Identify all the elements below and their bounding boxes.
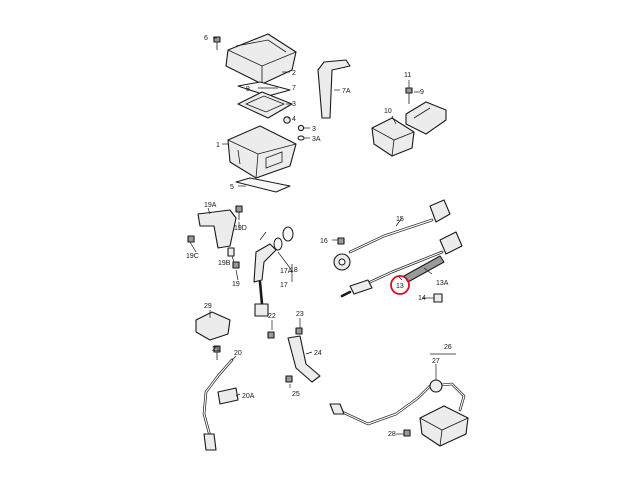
callout-9: 9 <box>420 89 424 96</box>
callout-17a: 17A <box>280 268 293 275</box>
callout-10: 10 <box>384 108 392 115</box>
callout-11: 11 <box>404 72 411 79</box>
module-29 <box>195 311 231 341</box>
connector-18 <box>254 303 269 317</box>
callout-6: 6 <box>204 35 208 42</box>
connector-13 <box>439 231 463 255</box>
bolt-19d <box>235 205 243 220</box>
bolt-3 <box>297 124 305 132</box>
bolt-25 <box>285 375 293 383</box>
callout-2: 2 <box>292 70 296 77</box>
callout-26: 26 <box>444 344 452 351</box>
callout-1: 1 <box>216 142 220 149</box>
wire-15 <box>348 218 434 254</box>
sensor-tip-26 <box>329 403 345 415</box>
callout-3: 3 <box>292 101 296 108</box>
callout-27: 27 <box>432 358 440 365</box>
callout-14: 14 <box>418 295 426 302</box>
callout-29: 29 <box>204 303 212 310</box>
bolt-28 <box>403 429 411 437</box>
connector-15 <box>429 199 451 223</box>
washer-3a <box>297 135 305 141</box>
clip-19b <box>227 247 235 257</box>
bolt-19 <box>232 261 240 269</box>
callout-7a: 7A <box>342 88 351 95</box>
housing-base-1 <box>227 125 297 179</box>
bolt-22 <box>267 331 275 339</box>
bracket-9 <box>405 101 447 135</box>
callout-4: 4 <box>292 116 296 123</box>
oxygen-sensor-13 <box>340 279 373 298</box>
callout-3-lower: 3 <box>312 126 316 133</box>
control-unit-board-3 <box>237 91 293 119</box>
callout-5: 5 <box>230 184 234 191</box>
callout-13a: 13A <box>436 280 449 287</box>
housing-cover-2 <box>225 33 297 85</box>
sensor-18 <box>253 226 294 306</box>
seal-7 <box>237 81 291 97</box>
callout-25: 25 <box>292 391 300 398</box>
knock-sensor-16 <box>333 253 351 271</box>
bolt-16 <box>337 237 345 245</box>
callout-16: 16 <box>320 238 328 245</box>
callout-23: 23 <box>296 311 304 318</box>
callout-19b: 19B <box>218 260 231 267</box>
callout-19: 19 <box>232 281 240 288</box>
highlight-circle-13 <box>390 275 410 295</box>
callout-8: 8 <box>246 86 250 93</box>
callout-15: 15 <box>396 216 404 223</box>
callout-labels: 6 2 7 8 3 4 3 3A 1 5 7A 11 9 10 19A 19D … <box>186 35 452 438</box>
bolt-21 <box>213 345 221 360</box>
clip-14 <box>433 293 443 303</box>
gasket-5 <box>235 177 291 193</box>
screw-6 <box>213 36 221 50</box>
callout-20: 20 <box>234 350 242 357</box>
callout-13: 13 <box>396 283 404 290</box>
bolt-19c <box>187 235 195 243</box>
callout-18: 18 <box>290 267 298 274</box>
callout-20a: 20A <box>242 393 255 400</box>
bolt-23 <box>295 327 303 335</box>
callout-7: 7 <box>292 85 296 92</box>
bracket-7a <box>317 59 351 119</box>
grommet-27 <box>429 379 443 393</box>
heat-shield-20a <box>217 387 239 405</box>
callout-3a: 3A <box>312 136 321 143</box>
nut-4 <box>283 116 291 124</box>
sensor-20 <box>203 433 217 451</box>
control-unit-26 <box>419 405 469 447</box>
callout-24: 24 <box>314 350 322 357</box>
wire-26 <box>336 382 466 426</box>
control-module-10 <box>371 117 415 157</box>
wire-13 <box>364 250 444 286</box>
callout-19a: 19A <box>204 202 217 209</box>
callout-19d: 19D <box>234 225 247 232</box>
bracket-19a <box>197 209 237 249</box>
callout-17: 17 <box>280 282 288 289</box>
callout-28: 28 <box>388 431 396 438</box>
callout-21: 21 <box>212 346 220 353</box>
wire-20 <box>202 358 234 438</box>
callout-22: 22 <box>268 313 276 320</box>
callout-19c: 19C <box>186 253 199 260</box>
bracket-24 <box>287 335 321 383</box>
leader-lines <box>189 37 456 435</box>
o-ring-17a <box>273 237 283 251</box>
bolt-11 <box>405 87 413 104</box>
